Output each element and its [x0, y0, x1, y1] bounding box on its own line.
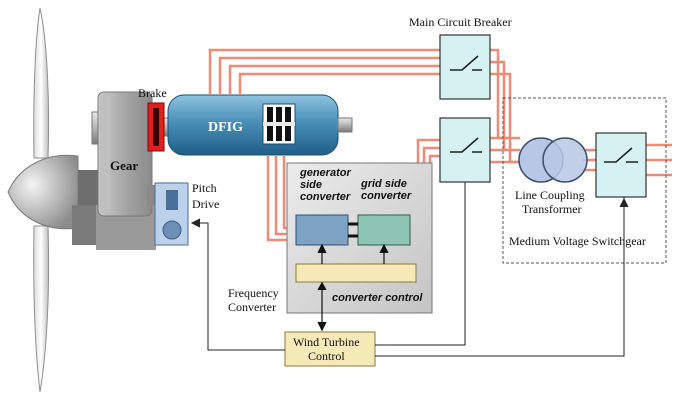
pitch-drive-unit: [154, 182, 189, 246]
control-signal-arrows: [317, 243, 389, 332]
converter-control-label: converter control: [332, 292, 423, 304]
dc-link: [348, 222, 358, 238]
signal-lines: [190, 182, 629, 357]
pitch-drive-label-line1: Pitch: [192, 181, 217, 195]
gear-box: [97, 91, 153, 217]
medium-voltage-switchgear-breaker: [595, 132, 647, 198]
wind-turbine-control-box: [284, 331, 376, 367]
generator-side-converter-label-line1: generator: [299, 167, 351, 179]
line-coupling-transformer: [518, 137, 588, 183]
grid-side-converter-label-line2: converter: [361, 190, 412, 202]
brake-label: Brake: [138, 86, 167, 100]
brake-disc: [147, 102, 165, 152]
grid-side-converter: [357, 214, 411, 246]
line-coupling-transformer-label-line2: Transformer: [522, 202, 582, 216]
converter-control-box: [295, 263, 417, 283]
generator-side-converter-label-line3: converter: [300, 191, 351, 203]
gear-label: Gear: [110, 158, 138, 173]
pitch-drive-label-line2: Drive: [192, 197, 219, 211]
wind-turbine-control-label-line1: Wind Turbine: [293, 335, 360, 349]
main-circuit-breaker-label: Main Circuit Breaker: [409, 15, 512, 29]
grid-side-converter-label-line1: grid side: [360, 178, 407, 190]
generator-side-converter-label-line2: side: [300, 179, 322, 191]
dfig-generator: [167, 94, 353, 156]
medium-voltage-switchgear-label: Medium Voltage Switchgear: [509, 234, 646, 248]
converter-circuit-breaker: [439, 117, 491, 183]
rotor-blades: [33, 7, 50, 393]
main-circuit-breaker: [439, 34, 491, 100]
wind-turbine-control-label-line2: Control: [308, 349, 345, 363]
frequency-converter-label-line2: Converter: [228, 300, 276, 314]
rotor-hub: [7, 154, 79, 230]
dfig-label: DFIG: [208, 120, 243, 135]
medium-voltage-boundary: [502, 97, 667, 264]
frequency-converter-label-line1: Frequency: [228, 286, 279, 300]
line-coupling-transformer-label-line1: Line Coupling: [515, 188, 585, 202]
generator-side-converter: [295, 214, 349, 246]
